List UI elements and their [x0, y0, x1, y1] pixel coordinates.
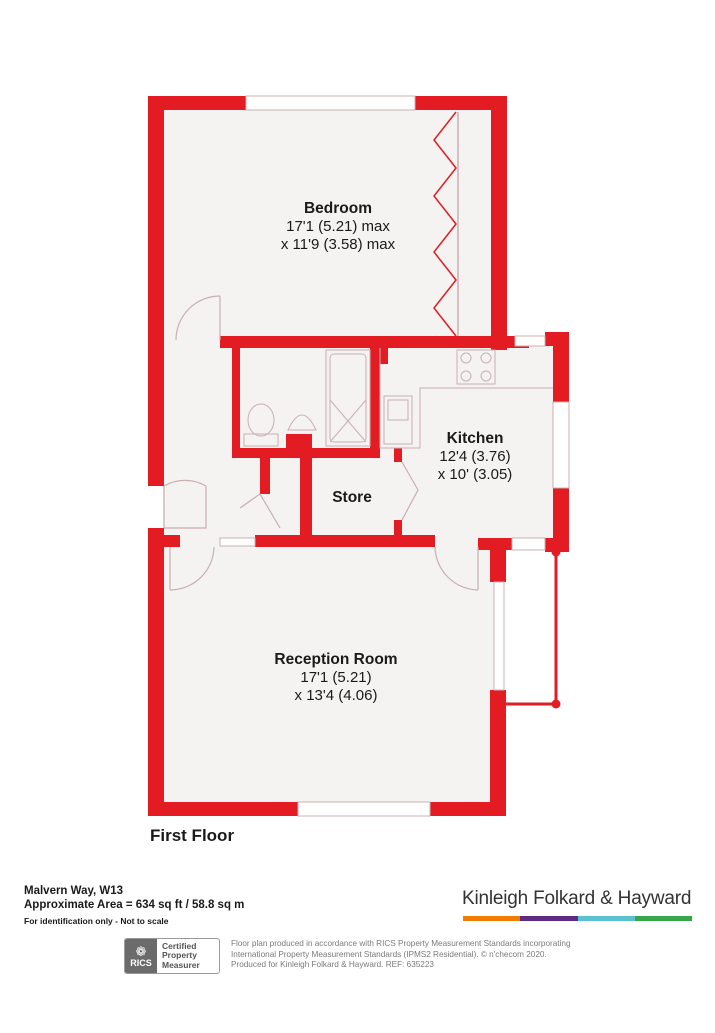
- scale-note: For identification only - Not to scale: [24, 916, 169, 926]
- property-info: Malvern Way, W13 Approximate Area = 634 …: [24, 884, 244, 926]
- rics-line2: Property: [162, 950, 197, 961]
- disclaimer-line1: Floor plan produced in accordance with R…: [231, 939, 571, 948]
- brand-bar-purple: [520, 916, 578, 921]
- bedroom-label: Bedroom 17'1 (5.21) max x 11'9 (3.58) ma…: [281, 200, 395, 254]
- bedroom-name: Bedroom: [303, 200, 373, 217]
- disclaimer: Floor plan produced in accordance with R…: [231, 939, 611, 971]
- store-name: Store: [332, 489, 372, 506]
- rics-line1: Certified: [162, 940, 197, 951]
- wardrobe: [433, 111, 459, 337]
- floor-area: [163, 110, 553, 802]
- brand-color-bar: [463, 916, 692, 921]
- kitchen-fixtures: [379, 348, 553, 449]
- floor-plan: [148, 95, 570, 817]
- windows: [219, 95, 570, 817]
- reception-dim1: 17'1 (5.21): [300, 669, 372, 686]
- bedroom-dim1: 17'1 (5.21) max: [286, 218, 390, 235]
- rics-logo-text: RICS: [130, 957, 152, 968]
- reception-dim2: x 13'4 (4.06): [294, 687, 378, 704]
- rics-certification: Certified Property Measurer: [157, 940, 200, 971]
- disclaimer-line3: Produced for Kinleigh Folkard & Hayward.…: [231, 960, 434, 969]
- store-label: Store: [332, 489, 372, 507]
- kitchen-dim1: 12'4 (3.76): [439, 448, 511, 465]
- floor-label: First Floor: [150, 826, 235, 845]
- kitchen-label: Kitchen 12'4 (3.76) x 10' (3.05): [438, 430, 513, 484]
- rics-emblem-icon: ❁: [135, 943, 147, 959]
- bedroom-dim2: x 11'9 (3.58) max: [280, 236, 396, 253]
- kitchen-dim2: x 10' (3.05): [437, 466, 513, 483]
- rics-badge: ❁ RICS Certified Property Measurer: [124, 938, 220, 974]
- property-address: Malvern Way, W13: [24, 885, 124, 897]
- rics-logo: ❁ RICS: [125, 939, 157, 973]
- kitchen-name: Kitchen: [446, 430, 504, 447]
- balcony-rail: [506, 547, 561, 709]
- walls: [148, 96, 569, 816]
- brand-bar-green: [634, 916, 692, 921]
- brand-name: Kinleigh Folkard & Hayward: [462, 888, 692, 909]
- brand-bar-cyan: [577, 916, 635, 921]
- property-area: Approximate Area = 634 sq ft / 58.8 sq m: [24, 899, 245, 911]
- reception-label: Reception Room 17'1 (5.21) x 13'4 (4.06): [274, 651, 397, 705]
- rics-line3: Measurer: [162, 959, 200, 970]
- brand-bar-orange: [463, 916, 521, 921]
- bathroom-fixtures: [243, 349, 371, 447]
- disclaimer-line2: International Property Measurement Stand…: [231, 949, 547, 959]
- reception-name: Reception Room: [274, 651, 398, 668]
- doors: [163, 295, 479, 591]
